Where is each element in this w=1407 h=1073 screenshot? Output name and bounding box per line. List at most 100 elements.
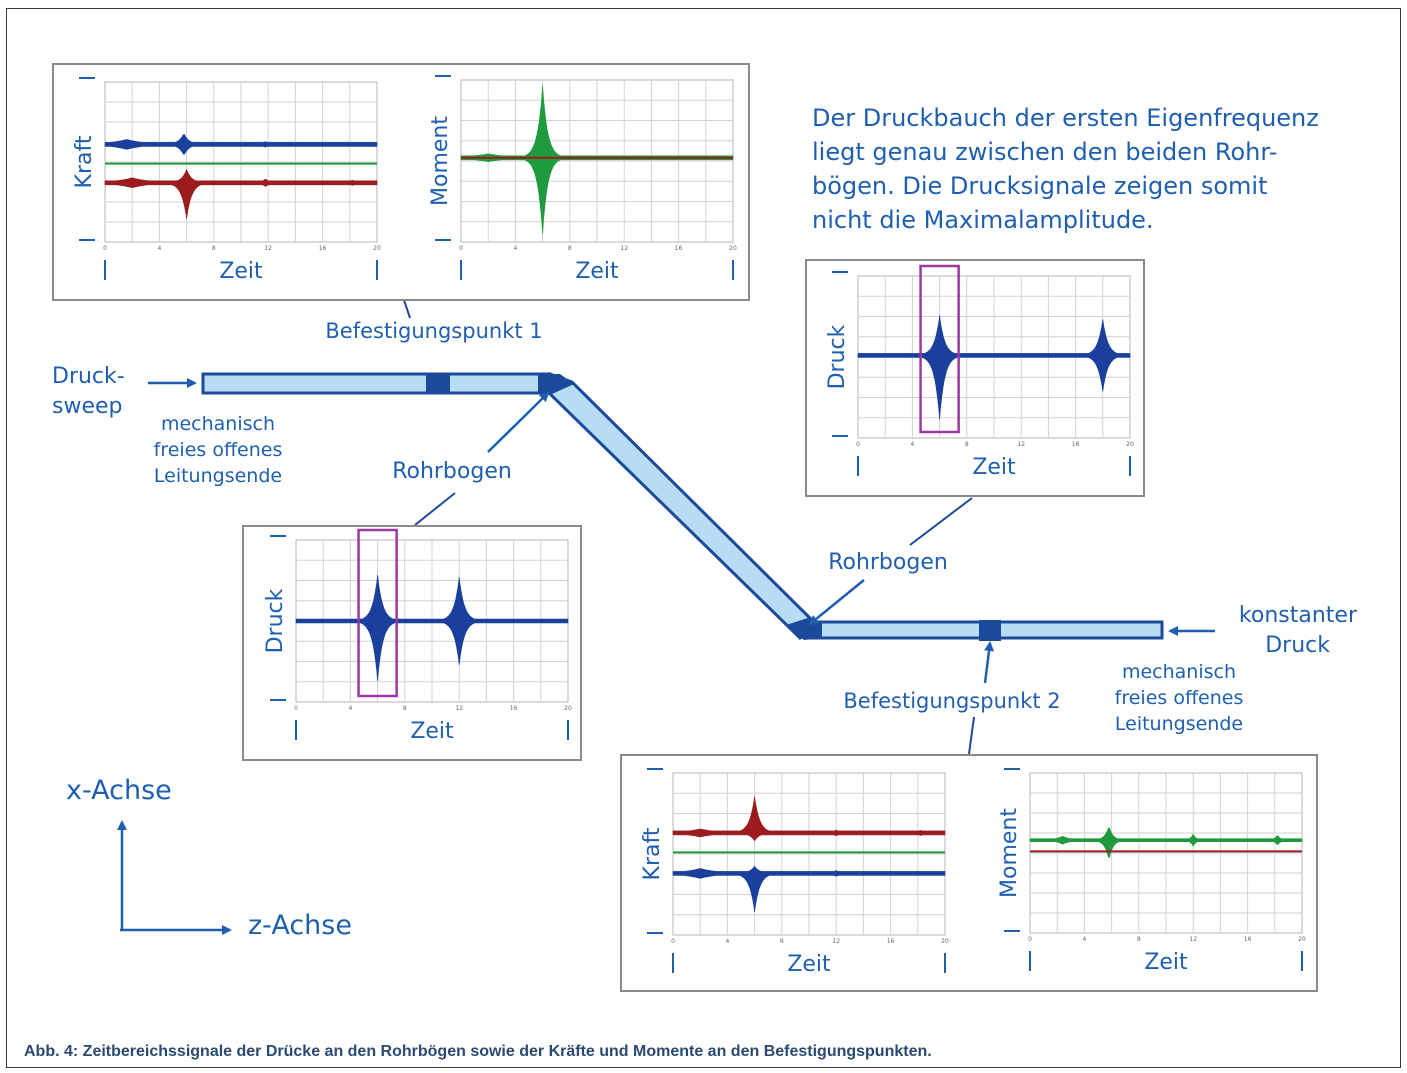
moment-signal-green (1029, 827, 1303, 859)
y-axis-label: Druck (825, 324, 850, 389)
note-line-1: Der Druckbauch der ersten Eigenfrequenz (812, 104, 1319, 132)
tick-label: 16 (887, 938, 895, 945)
leader-bp1 (403, 299, 411, 319)
x-axis-label: Zeit (972, 455, 1016, 480)
label-befestigungspunkt-2: Befestigungspunkt 2 (843, 689, 1060, 713)
tick-label: 20 (729, 245, 737, 252)
tick-label: 0 (294, 705, 298, 712)
y-axis-label: Moment (997, 808, 1022, 898)
pipe (201, 371, 1164, 641)
tick-label: 12 (832, 938, 840, 945)
label-rohrbogen-right: Rohrbogen (828, 550, 948, 575)
tick-label: 8 (1137, 936, 1141, 943)
leader-lines (403, 299, 975, 755)
figure-frame (6, 8, 1401, 1068)
label-rohrbogen-left: Rohrbogen (392, 459, 512, 484)
tick-label: 4 (513, 245, 517, 252)
label-free-end-right-1: mechanisch (1122, 661, 1236, 683)
note-line-2: liegt genau zwischen den beiden Rohr- (812, 138, 1277, 166)
label-z-axis: z-Achse (248, 910, 352, 941)
tick-label: 16 (510, 705, 518, 712)
tick-label: 16 (675, 245, 683, 252)
label-konstanter-2: Druck (1265, 633, 1330, 658)
rohrbogen-right-arrow (808, 579, 865, 626)
tick-label: 12 (1017, 441, 1025, 448)
y-axis-label: Kraft (72, 135, 97, 188)
tick-label: 12 (264, 245, 272, 252)
tick-label: 4 (725, 938, 729, 945)
tick-label: 4 (157, 245, 161, 252)
pipe-segment-diagonal (546, 371, 823, 640)
y-axis-label: Moment (428, 116, 453, 206)
tick-label: 16 (1244, 936, 1252, 943)
figure-caption: Abb. 4: Zeitbereichssignale der Drücke a… (24, 1043, 932, 1060)
tick-label: 0 (671, 938, 675, 945)
fixing-point-2 (979, 620, 1001, 641)
tick-label: 12 (455, 705, 463, 712)
note-line-4: nicht die Maximalamplitude. (812, 206, 1154, 234)
tick-label: 20 (941, 938, 949, 945)
x-axis-label: Zeit (575, 259, 619, 284)
labels: Druck- sweep mechanisch freies offenes L… (52, 104, 1358, 941)
highlight-box (919, 264, 960, 434)
highlight-box (357, 528, 398, 698)
label-befestigungspunkt-1: Befestigungspunkt 1 (325, 319, 542, 343)
kraft-signal-red (672, 796, 946, 842)
note-line-3: bögen. Die Drucksignale zeigen somit (812, 172, 1267, 200)
tick-label: 0 (1028, 936, 1032, 943)
label-free-end-right-3: Leitungsende (1115, 713, 1243, 735)
tick-label: 20 (373, 245, 381, 252)
tick-label: 4 (348, 705, 352, 712)
label-x-axis: x-Achse (66, 775, 172, 806)
tick-label: 12 (620, 245, 628, 252)
tick-label: 8 (403, 705, 407, 712)
rohrbogen-left-arrow (487, 391, 550, 453)
tick-label: 8 (212, 245, 216, 252)
tick-label: 4 (1082, 936, 1086, 943)
tick-label: 0 (103, 245, 107, 252)
kraft-signal-red (104, 168, 378, 219)
label-free-end-right-2: freies offenes (1115, 687, 1244, 709)
pipe-bend-1 (538, 374, 574, 394)
tick-label: 0 (459, 245, 463, 252)
tick-label: 20 (1126, 441, 1134, 448)
druck-signal-blue (857, 315, 1131, 420)
leader-rb2 (909, 497, 973, 546)
pipe-segment-top (201, 372, 563, 395)
y-axis-label: Druck (263, 588, 288, 653)
fixing-point-1 (426, 373, 450, 394)
tick-label: 8 (568, 245, 572, 252)
tick-label: 20 (564, 705, 572, 712)
tick-label: 0 (856, 441, 860, 448)
tick-label: 20 (1298, 936, 1306, 943)
befestigung-2-arrow (983, 641, 994, 684)
label-free-end-left-1: mechanisch (161, 413, 275, 435)
leader-bp2 (968, 716, 975, 755)
tick-label: 16 (319, 245, 327, 252)
label-free-end-left-2: freies offenes (154, 439, 283, 461)
tick-label: 8 (965, 441, 969, 448)
x-axis-label: Zeit (410, 719, 454, 744)
x-axis-label: Zeit (1144, 950, 1188, 975)
label-konstanter-1: konstanter (1239, 603, 1358, 628)
tick-label: 4 (910, 441, 914, 448)
tick-label: 12 (1189, 936, 1197, 943)
x-axis-label: Zeit (219, 259, 263, 284)
label-druck-sweep-2: sweep (52, 394, 123, 419)
y-axis-label: Kraft (640, 827, 665, 880)
tick-label: 8 (780, 938, 784, 945)
label-free-end-left-3: Leitungsende (154, 465, 282, 487)
moment-signal-green (460, 85, 734, 234)
tick-label: 16 (1072, 441, 1080, 448)
kraft-signal-blue (672, 865, 946, 912)
leader-rb1 (414, 492, 456, 526)
druck-signal-blue (295, 574, 569, 681)
kraft-signal-blue (104, 134, 378, 155)
